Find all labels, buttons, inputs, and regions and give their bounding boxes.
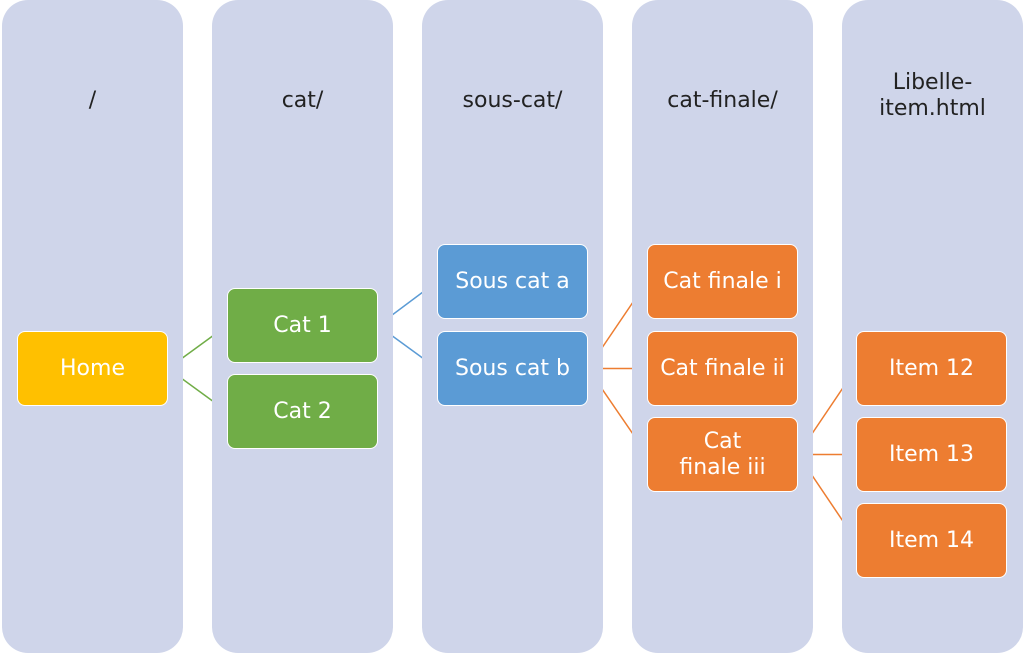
column-label-item: Libelle- item.html — [879, 70, 986, 121]
column-sous-cat: sous-cat/ — [422, 0, 603, 653]
node-sous-cat-b: Sous cat b — [437, 331, 588, 406]
column-label-sous-cat: sous-cat/ — [462, 88, 563, 113]
node-item-13: Item 13 — [856, 417, 1007, 492]
node-cat-finale-i: Cat finale i — [647, 244, 798, 319]
column-root: / — [2, 0, 183, 653]
node-item-14: Item 14 — [856, 503, 1007, 578]
column-label-cat: cat/ — [281, 88, 324, 113]
node-cat-finale-iii: Cat finale iii — [647, 417, 798, 492]
node-cat-1: Cat 1 — [227, 288, 378, 363]
node-home: Home — [17, 331, 168, 406]
column-cat-finale: cat-finale/ — [632, 0, 813, 653]
node-item-12: Item 12 — [856, 331, 1007, 406]
node-cat-2: Cat 2 — [227, 374, 378, 449]
column-label-cat-finale: cat-finale/ — [667, 88, 778, 113]
column-label-root: / — [88, 88, 97, 113]
node-sous-cat-a: Sous cat a — [437, 244, 588, 319]
node-cat-finale-ii: Cat finale ii — [647, 331, 798, 406]
